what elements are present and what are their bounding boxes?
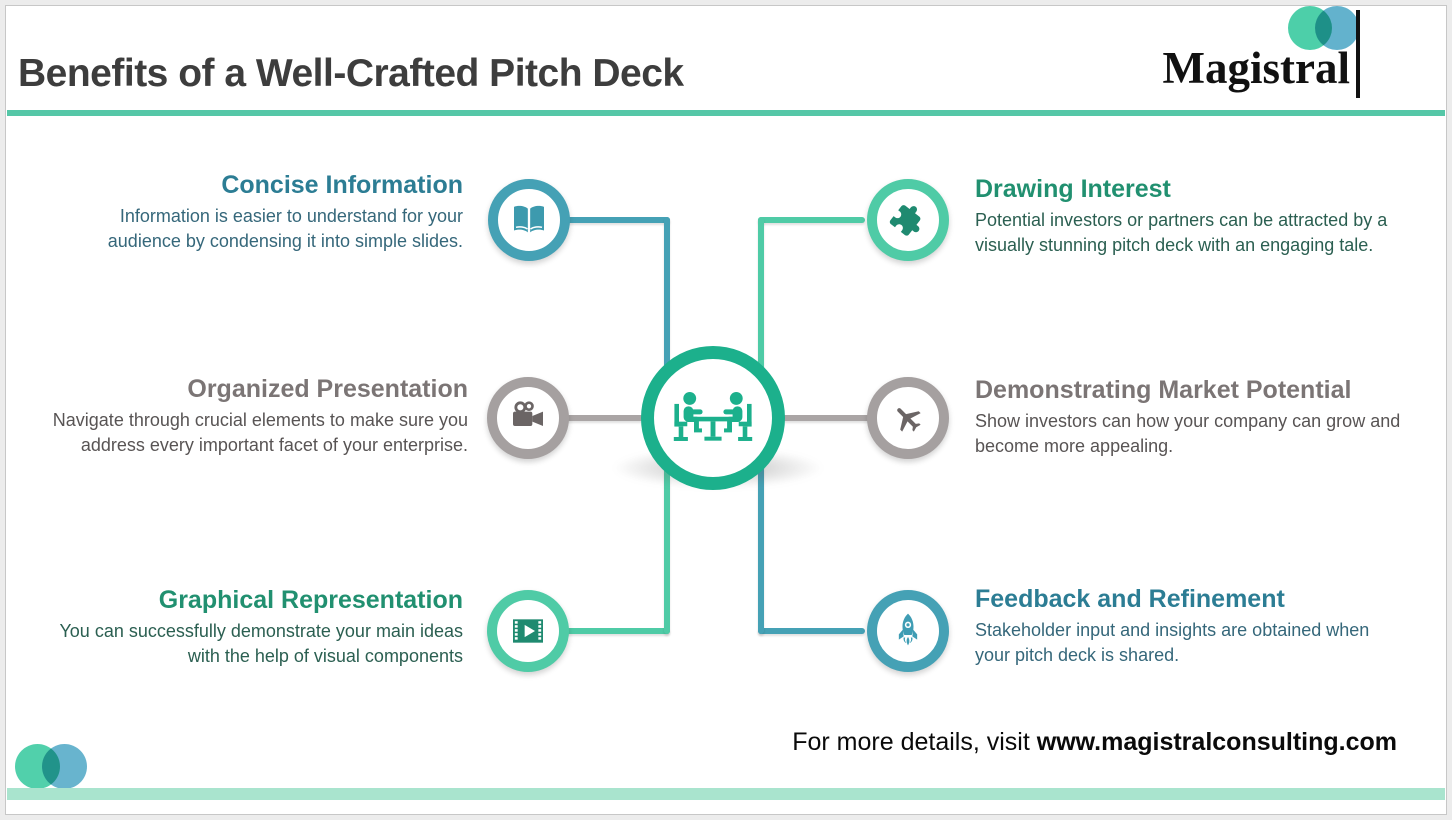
logo-wordmark: Magistral <box>1162 43 1350 93</box>
benefit-body: Stakeholder input and insights are obtai… <box>975 620 1370 665</box>
benefit-body: Navigate through crucial elements to mak… <box>52 410 468 455</box>
center-hub-circle <box>641 346 785 490</box>
footer-url: www.magistralconsulting.com <box>1036 728 1397 756</box>
benefit-body: Show investors can how your company can … <box>975 411 1401 456</box>
icon-circle-graphical-representation <box>487 590 569 672</box>
connector-top-right-h <box>758 217 865 223</box>
connector-bottom-left-v <box>664 421 670 634</box>
film-play-icon <box>508 611 548 651</box>
benefit-item-demonstrating-market-potential: Demonstrating Market Potential Show inve… <box>975 375 1435 459</box>
benefit-item-organized-presentation: Organized Presentation Navigate through … <box>18 374 468 458</box>
magistral-logo: Magistral <box>1138 2 1364 102</box>
icon-circle-drawing-interest <box>867 179 949 261</box>
footer-logo-circle-blue <box>42 744 87 789</box>
benefit-title: Graphical Representation <box>158 586 463 614</box>
benefit-body: You can successfully demonstrate your ma… <box>59 621 463 666</box>
rocket-icon <box>888 611 928 651</box>
connector-bottom-right-v <box>758 421 764 634</box>
meeting-table-icon <box>664 381 762 455</box>
airplane-icon <box>886 396 930 440</box>
connector-top-left-v <box>664 217 670 421</box>
benefit-title: Concise Information <box>221 171 463 199</box>
icon-circle-organized-presentation <box>487 377 569 459</box>
benefit-item-drawing-interest: Drawing Interest Potential investors or … <box>975 174 1447 258</box>
benefit-body: Potential investors or partners can be a… <box>975 210 1388 255</box>
page-title: Benefits of a Well-Crafted Pitch Deck <box>18 52 684 95</box>
footer-prefix: For more details, visit <box>792 728 1037 756</box>
movie-camera-icon <box>508 398 548 438</box>
connector-top-right-v <box>758 217 764 421</box>
benefit-title: Demonstrating Market Potential <box>975 376 1352 404</box>
benefit-item-feedback-and-refinement: Feedback and Refinement Stakeholder inpu… <box>975 584 1395 668</box>
icon-circle-concise-information <box>488 179 570 261</box>
title-underline-bar <box>7 110 1445 116</box>
icon-circle-demonstrating-market-potential <box>867 377 949 459</box>
logo-vertical-bar <box>1356 10 1360 98</box>
footer-accent-bar <box>7 788 1445 800</box>
benefit-title: Drawing Interest <box>975 175 1171 203</box>
connector-bottom-left-h <box>563 628 670 634</box>
open-book-icon <box>509 200 549 240</box>
benefit-body: Information is easier to understand for … <box>107 206 463 251</box>
benefit-item-graphical-representation: Graphical Representation You can success… <box>13 585 463 669</box>
benefit-title: Feedback and Refinement <box>975 585 1285 613</box>
logo-circle-blue <box>1315 6 1359 50</box>
benefit-title: Organized Presentation <box>187 375 468 403</box>
footer-note: For more details, visit www.magistralcon… <box>792 728 1397 757</box>
icon-circle-feedback-and-refinement <box>867 590 949 672</box>
connector-bottom-right-h <box>758 628 865 634</box>
puzzle-icon <box>886 198 930 242</box>
benefit-item-concise-information: Concise Information Information is easie… <box>13 170 463 254</box>
connector-top-left-h <box>563 217 670 223</box>
